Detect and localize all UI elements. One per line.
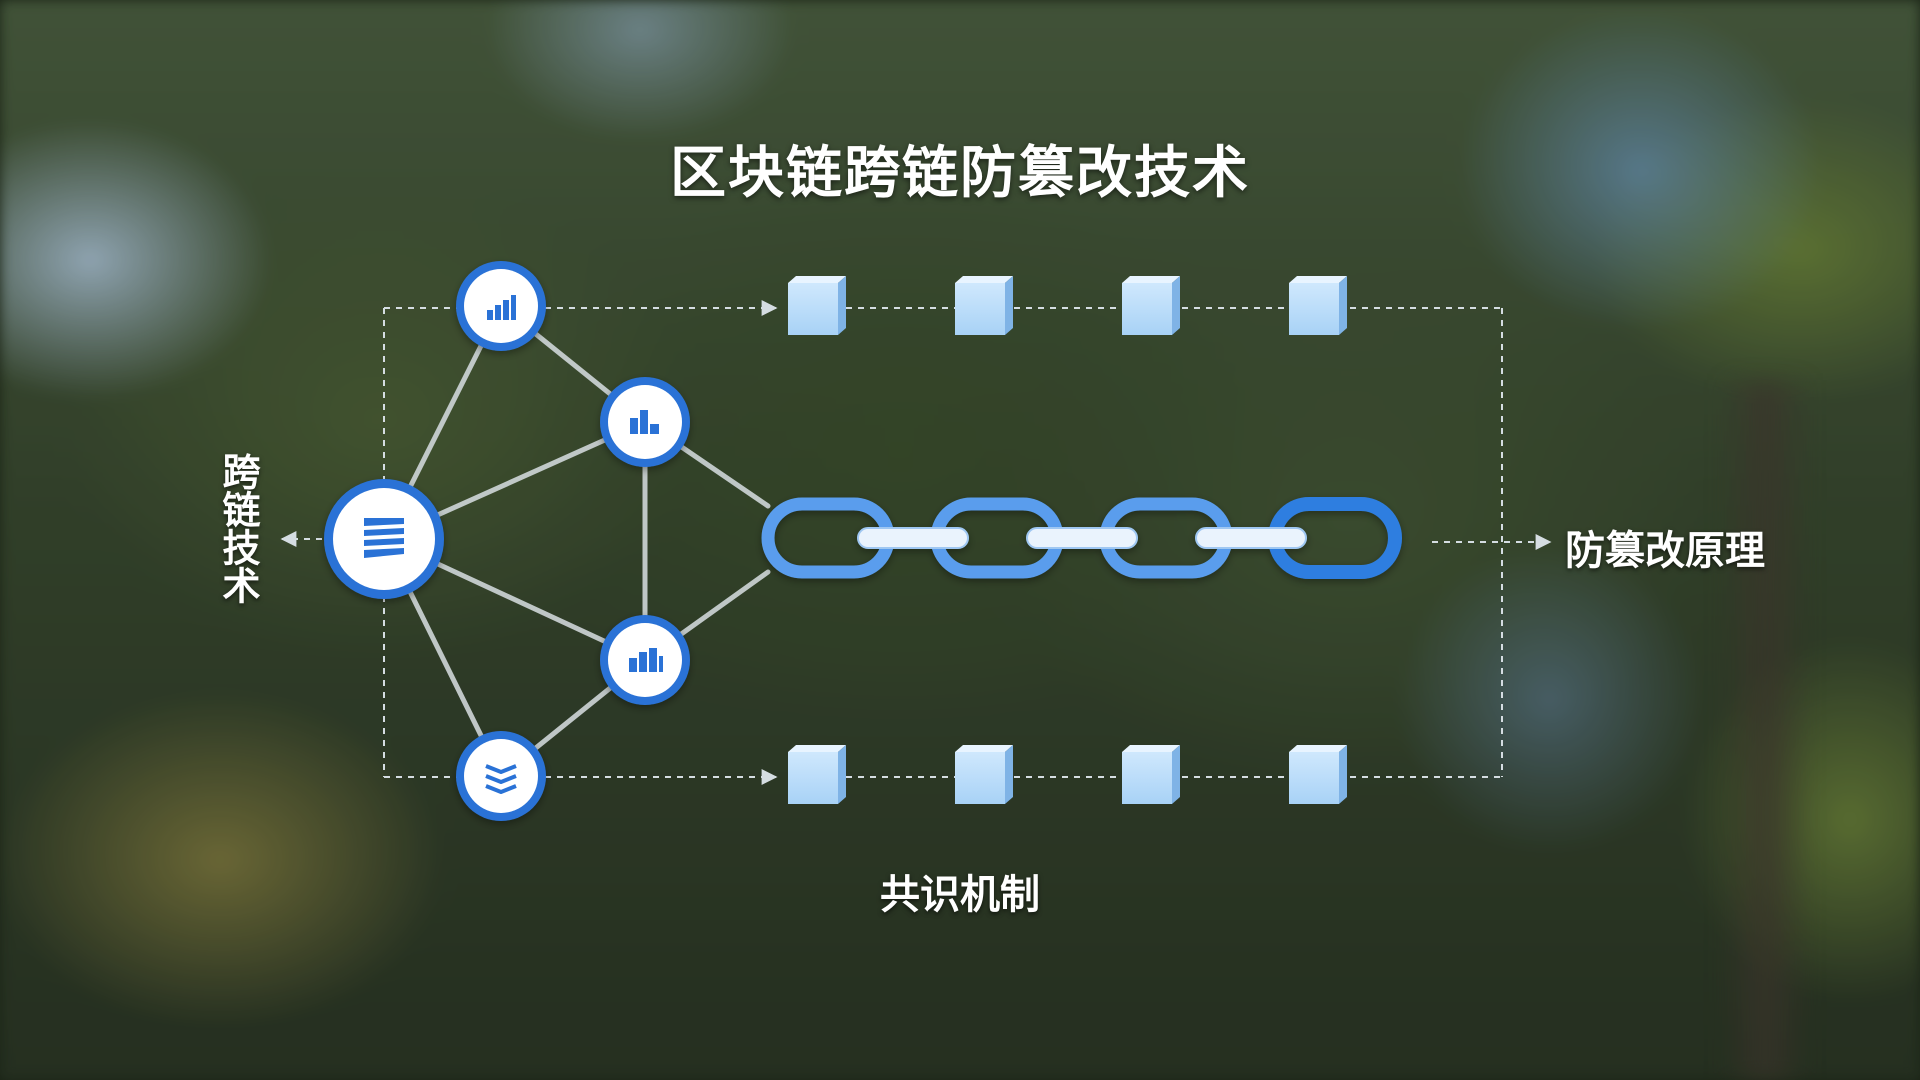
- chain-icon: [761, 497, 1402, 579]
- block-bottom-1: [788, 745, 846, 804]
- block-top-1: [788, 276, 846, 335]
- bar-chart-icon: [629, 648, 663, 672]
- block-bottom-4: [1289, 745, 1347, 804]
- chain-connector-2: [1026, 527, 1138, 549]
- block-bottom-2: [955, 745, 1013, 804]
- consensus-mechanism-label: 共识机制: [880, 872, 1040, 918]
- lower-right-node: [600, 615, 690, 705]
- block-bottom-3: [1122, 745, 1180, 804]
- stacked-layers-icon: [364, 518, 404, 558]
- bottom-node: [456, 731, 546, 821]
- cross-chain-label: 跨链技术: [216, 452, 260, 604]
- block-top-3: [1122, 276, 1180, 335]
- tamper-proof-principle-label: 防篡改原理: [1565, 528, 1765, 574]
- tree-trunk-blur: [1720, 380, 1810, 1080]
- block-top-4: [1289, 276, 1347, 335]
- top-block-row: [788, 276, 1347, 335]
- chain-connector-3: [1195, 527, 1307, 549]
- layers-icon: [485, 764, 517, 794]
- bottom-block-row: [788, 745, 1347, 804]
- hub-node: [324, 479, 444, 599]
- top-node: [456, 261, 546, 351]
- bar-chart-icon: [630, 410, 659, 434]
- slide-title: 区块链跨链防篡改技术: [670, 141, 1250, 206]
- chain-connector-1: [857, 527, 969, 549]
- bar-chart-icon: [487, 295, 516, 320]
- upper-right-node: [600, 377, 690, 467]
- block-top-2: [955, 276, 1013, 335]
